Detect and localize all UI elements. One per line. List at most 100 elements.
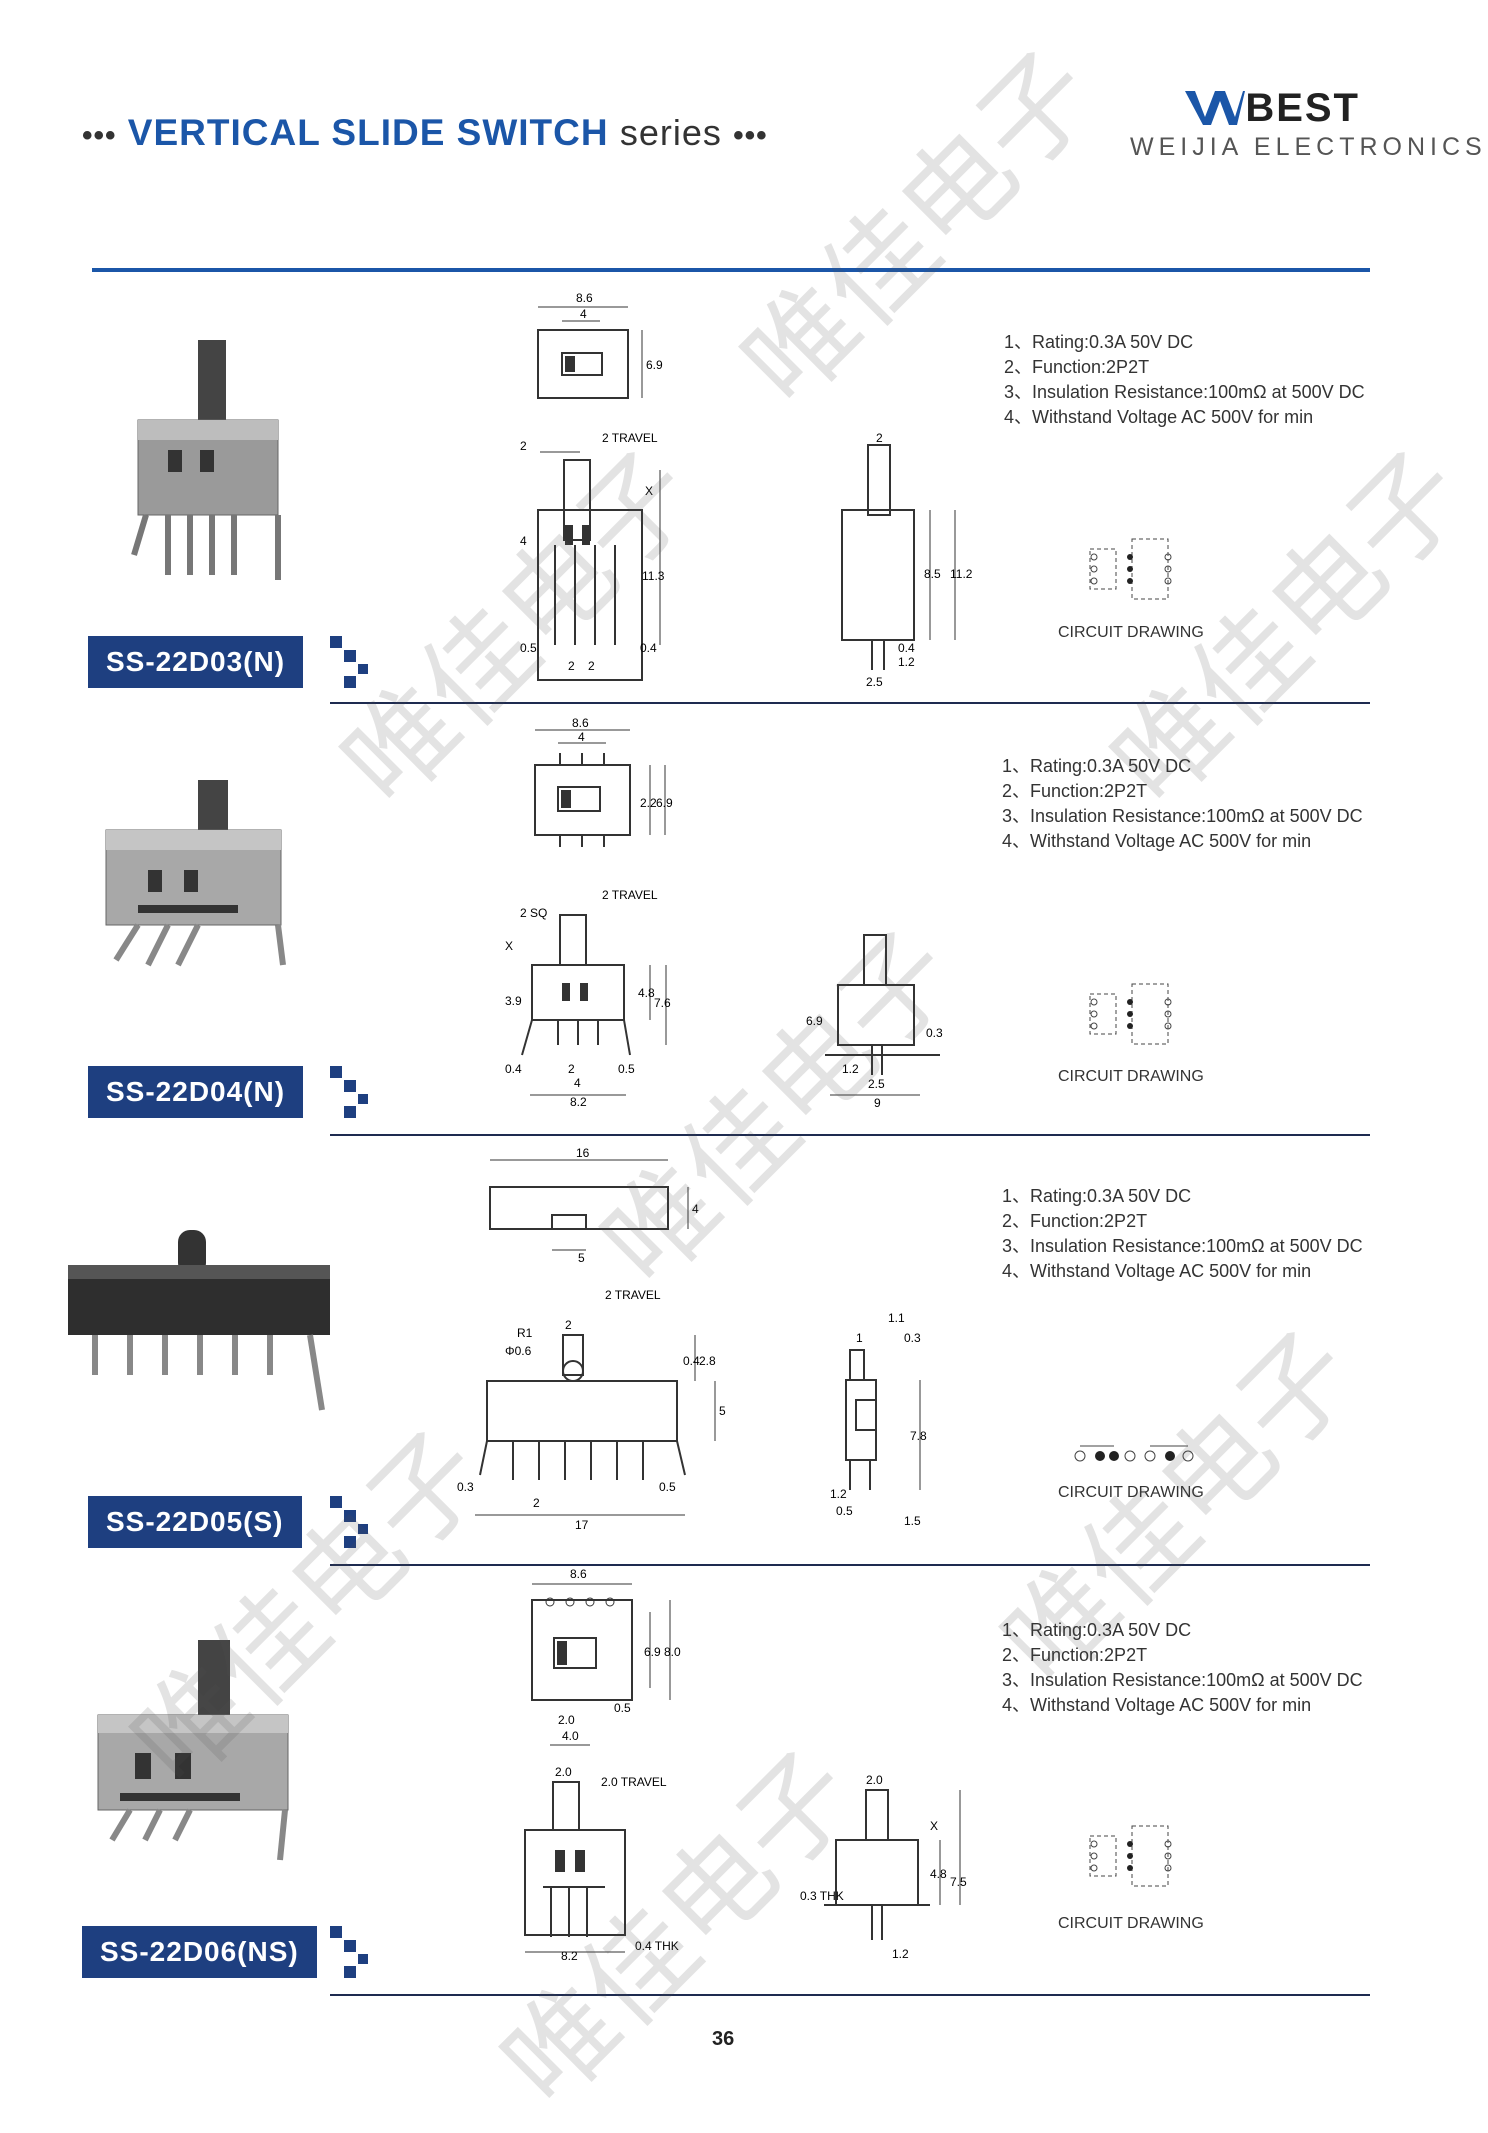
dim-label: 1.1 <box>888 1311 905 1325</box>
dim-label: 4 <box>520 534 527 548</box>
dim-label: 0.4 <box>898 641 915 655</box>
model-label-2: SS-22D04(N) <box>88 1066 304 1118</box>
dim-label: 0.5 <box>659 1480 676 1494</box>
drawing-top-view-1: 8.6 4 6.9 <box>537 291 663 399</box>
dim-label: 2 <box>568 659 575 673</box>
drawing-front-view-1: 2 2 TRAVEL X 4 11.3 0.5 2 2 0.4 <box>520 431 665 681</box>
section-divider-1 <box>330 702 1370 704</box>
dim-label: 2.5 <box>866 675 883 689</box>
section-divider-2 <box>330 1134 1370 1136</box>
model-badge: SS-22D03(N) <box>88 636 304 688</box>
dim-label: 7.5 <box>950 1875 967 1889</box>
model-badge: SS-22D05(S) <box>88 1496 302 1548</box>
dim-label: 7.8 <box>910 1429 927 1443</box>
brand-mark: BEST <box>1130 86 1360 131</box>
dim-label: 5 <box>719 1404 726 1418</box>
circuit-label-4: CIRCUIT DRAWING <box>1058 1915 1204 1932</box>
dim-label: 0.5 <box>836 1504 853 1518</box>
model-label-4: SS-22D06(NS) <box>82 1926 317 1978</box>
spec-item: 1、Rating:0.3A 50V DC <box>1002 1186 1192 1206</box>
dim-label: 0.3 <box>904 1331 921 1345</box>
dim-label: 16 <box>576 1146 590 1160</box>
dim-label: 0.4 <box>640 641 657 655</box>
spec-list-1: 1、Rating:0.3A 50V DC 2、Function:2P2T 3、I… <box>1004 330 1365 430</box>
brand-name: BEST <box>1245 86 1360 130</box>
dim-label: 0.4 THK <box>635 1939 679 1953</box>
dim-label: 0.4 <box>505 1062 522 1076</box>
dim-label: 2 <box>533 1496 540 1510</box>
drawing-top-view-4: 8.6 6.9 8.0 2.0 0.5 4.0 <box>531 1567 681 1746</box>
dim-label: R1 <box>517 1326 533 1340</box>
dim-label: 8.2 <box>561 1949 578 1962</box>
header-rule <box>92 268 1370 272</box>
drawing-front-view-3: 2 TRAVEL R1 Φ0.6 2 0.4 2.8 5 0.3 2 0.5 1… <box>457 1288 726 1532</box>
spec-item: 1、Rating:0.3A 50V DC <box>1002 1620 1192 1640</box>
chevron-decor-icon <box>330 636 368 688</box>
product-photo-4 <box>90 1635 310 1865</box>
spec-item: 3、Insulation Resistance:100mΩ at 500V DC <box>1002 806 1363 826</box>
dim-label: 8.6 <box>572 716 589 730</box>
w-logo-icon <box>1185 91 1246 125</box>
dim-label: 2 <box>568 1062 575 1076</box>
spec-list-3: 1、Rating:0.3A 50V DC 2、Function:2P2T 3、I… <box>1002 1184 1363 1284</box>
dim-label: Φ0.6 <box>505 1344 532 1358</box>
spec-list-4: 1、Rating:0.3A 50V DC 2、Function:2P2T 3、I… <box>1002 1618 1363 1718</box>
model-badge: SS-22D04(N) <box>88 1066 304 1118</box>
dim-label: 4 <box>574 1076 581 1090</box>
dim-label: 1.2 <box>892 1947 909 1961</box>
actuator-shape <box>198 340 226 430</box>
dim-label: 2.0 TRAVEL <box>601 1775 667 1789</box>
dim-label: 6.9 <box>644 1645 661 1659</box>
dim-label: 9 <box>874 1096 881 1110</box>
dim-label: 2.0 <box>555 1765 572 1779</box>
dim-label: 2 <box>565 1318 572 1332</box>
dim-label: 0.3 <box>457 1480 474 1494</box>
dim-label: 2.8 <box>699 1354 716 1368</box>
dim-label: 0.3 <box>926 1026 943 1040</box>
dim-label: 0.5 <box>618 1062 635 1076</box>
drawing-side-view-1: 2 8.5 11.2 0.4 1.2 2.5 <box>841 431 973 689</box>
drawing-side-view-2: 6.9 0.3 1.2 2.5 9 <box>806 934 943 1110</box>
series-title: ••• VERTICAL SLIDE SWITCH series ••• <box>82 112 768 154</box>
dim-label: X <box>645 484 653 498</box>
spec-item: 3、Insulation Resistance:100mΩ at 500V DC <box>1004 382 1365 402</box>
dim-label: 6.9 <box>646 358 663 372</box>
spec-item: 4、Withstand Voltage AC 500V for min <box>1002 1695 1312 1715</box>
dim-label: X <box>505 939 513 953</box>
dim-label: 1.2 <box>830 1487 847 1501</box>
dim-label: 4 <box>692 1202 699 1216</box>
dim-label: 11.2 <box>950 567 973 581</box>
dim-label: 11.3 <box>642 569 665 583</box>
section-divider-3 <box>330 1564 1370 1566</box>
spec-item: 4、Withstand Voltage AC 500V for min <box>1004 407 1314 427</box>
dim-label: 4.8 <box>638 986 655 1000</box>
dim-label: 1 <box>856 1331 863 1345</box>
drawing-front-view-4: 2.0 2.0 TRAVEL 8.2 0.4 THK <box>524 1765 679 1962</box>
dim-label: 8.5 <box>924 567 941 581</box>
title-dots-right: ••• <box>733 119 768 152</box>
circuit-label-3: CIRCUIT DRAWING <box>1058 1484 1204 1501</box>
circuit-label-2: CIRCUIT DRAWING <box>1058 1068 1204 1085</box>
dim-label: 0.5 <box>614 1701 631 1715</box>
spec-item: 2、Function:2P2T <box>1002 781 1148 801</box>
product-photo-1 <box>128 330 298 590</box>
chevron-decor-icon <box>330 1926 368 1978</box>
dim-label: 0.4 <box>683 1354 700 1368</box>
spec-item: 3、Insulation Resistance:100mΩ at 500V DC <box>1002 1670 1363 1690</box>
circuit-diagram-2 <box>1089 983 1172 1045</box>
dim-label: X <box>930 1819 938 1833</box>
dim-label: 2.5 <box>868 1077 885 1091</box>
chevron-decor-icon <box>330 1066 368 1118</box>
spec-item: 2、Function:2P2T <box>1002 1645 1148 1665</box>
dim-label: 4 <box>578 730 585 744</box>
dim-label: 2 <box>876 431 883 445</box>
dim-label: 2 <box>588 659 595 673</box>
dim-label: 2 <box>520 439 527 453</box>
dim-label: 5 <box>578 1251 585 1265</box>
title-dots: ••• <box>82 119 117 152</box>
drawing-front-view-2: 2 TRAVEL 2 SQ X 3.9 4.8 7.6 0.4 2 0.5 4 … <box>505 888 671 1109</box>
dim-label: 2.2 <box>640 796 657 810</box>
spec-item: 2、Function:2P2T <box>1002 1211 1148 1231</box>
model-label-1: SS-22D03(N) <box>88 636 304 688</box>
dim-label: 4.8 <box>930 1867 947 1881</box>
